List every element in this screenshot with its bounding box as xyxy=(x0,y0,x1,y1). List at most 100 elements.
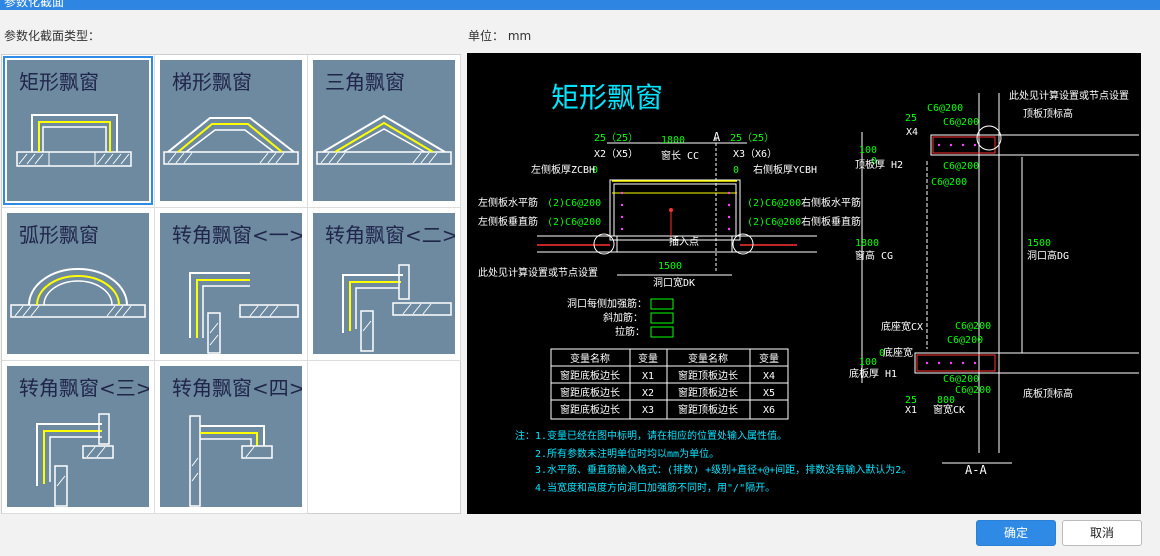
scrollbar[interactable] xyxy=(1147,12,1160,556)
dim-1800: 1800 xyxy=(661,135,685,146)
trapezoid-window-icon xyxy=(163,117,299,165)
right-thick-label: 右侧板厚YCBH xyxy=(753,163,817,176)
sec-dim-0b: 0 xyxy=(879,348,885,359)
unit-label: 单位： mm xyxy=(468,29,532,43)
sec-bot-thick: 底板厚 H1 xyxy=(849,367,897,380)
title-bar: 参数化截面 xyxy=(0,0,1160,10)
sec-rebar-4: C6@200 xyxy=(931,177,967,188)
sec-dim-100b: 100 xyxy=(859,357,877,368)
section-thumb: 转角飘窗<二> xyxy=(313,213,455,354)
dim-1500: 1500 xyxy=(658,261,682,272)
sec-dim-25b: 25 xyxy=(905,395,917,406)
table-header: 变量 xyxy=(759,352,779,365)
window-title: 参数化截面 xyxy=(4,0,65,9)
sec-sill: 底座宽CX xyxy=(881,320,923,333)
sec-x1: X1 xyxy=(905,405,917,416)
sec-dg: 洞口高DG xyxy=(1027,249,1069,262)
sec-dim-0: 0 xyxy=(871,156,877,167)
section-option-corner-3[interactable]: 转角飘窗<三> xyxy=(2,361,155,514)
left-v-label: 左侧板垂直筋 xyxy=(478,215,538,228)
section-thumb: 梯形飘窗 xyxy=(160,60,302,201)
section-option-trapezoid[interactable]: 梯形飘窗 xyxy=(155,55,308,208)
section-option-label: 转角飘窗<四> xyxy=(172,376,302,400)
dim-cc: 窗长 CC xyxy=(661,149,699,162)
section-type-label: 参数化截面类型： xyxy=(4,29,101,43)
section-option-arc[interactable]: 弧形飘窗 xyxy=(2,208,155,361)
sec-bot-elev: 底板顶标高 xyxy=(1023,387,1073,400)
sec-top-elev: 顶板顶标高 xyxy=(1023,107,1073,120)
rebar-input-2[interactable] xyxy=(650,312,674,324)
table-cell: X1 xyxy=(642,371,654,382)
note-2: 2.所有参数未注明单位时均以mm为单位。 xyxy=(535,447,719,460)
sec-rebar-6: C6@200 xyxy=(947,335,983,346)
sec-dim-800: 800 xyxy=(937,395,955,406)
sec-rebar-2: C6@200 xyxy=(943,117,979,128)
section-thumb: 弧形飘窗 xyxy=(7,213,149,354)
section-thumb: 转角飘窗<一> xyxy=(160,213,302,354)
section-type-grid: 矩形飘窗 梯形飘窗 三角飘窗 xyxy=(1,54,461,514)
section-option-label: 转角飘窗<二> xyxy=(325,223,455,247)
dim-0b: 0 xyxy=(733,165,739,176)
cancel-button[interactable]: 取消 xyxy=(1062,520,1142,546)
table-cell: 窗距底板边长 xyxy=(560,386,620,399)
rebar-input-3[interactable] xyxy=(650,326,674,338)
corner-window-1-icon xyxy=(189,272,299,354)
table-header: 变量名称 xyxy=(570,352,610,365)
sec-rebar-7: C6@200 xyxy=(943,374,979,385)
sec-dim-25: 25 xyxy=(905,113,917,124)
rebar-input-1[interactable] xyxy=(650,298,674,310)
table-header: 变量名称 xyxy=(688,352,728,365)
section-option-label: 弧形飘窗 xyxy=(19,223,99,247)
table-header: 变量 xyxy=(638,352,658,365)
table-cell: 窗距底板边长 xyxy=(560,403,620,416)
section-thumb: 矩形飘窗 xyxy=(3,56,153,205)
section-thumb: 三角飘窗 xyxy=(313,60,455,201)
section-option-corner-4[interactable]: 转角飘窗<四> xyxy=(155,361,308,514)
table-cell: X4 xyxy=(763,371,775,382)
table-cell: 窗距顶板边长 xyxy=(678,369,738,382)
right-h-label: 右侧板水平筋 xyxy=(801,196,861,209)
table-cell: X2 xyxy=(642,388,654,399)
table-cell: 窗距底板边长 xyxy=(560,369,620,382)
section-mark-a: A xyxy=(713,130,721,144)
note-left: 此处见计算设置或节点设置 xyxy=(478,266,598,279)
ok-button[interactable]: 确定 xyxy=(976,520,1056,546)
sec-dim-1800: 1800 xyxy=(855,238,879,249)
note-4: 4.当宽度和高度方向洞口加强筋不同时，用"/"隔开。 xyxy=(535,481,775,494)
section-option-triangle[interactable]: 三角飘窗 xyxy=(308,55,461,208)
section-option-label: 梯形飘窗 xyxy=(172,70,252,94)
dim-x3: X3（X6） xyxy=(733,148,777,160)
sec-cg: 窗高 CG xyxy=(855,249,893,262)
sec-ck: 窗宽CK xyxy=(933,403,965,416)
sec-sill2: 底座宽 xyxy=(883,346,913,359)
sec-rebar-3: C6@200 xyxy=(943,161,979,172)
preview-panel: 矩形飘窗 25（25） 1800 25（25） 0 0 1500 (2)C6@2… xyxy=(467,53,1141,514)
section-option-corner-1[interactable]: 转角飘窗<一> xyxy=(155,208,308,361)
dim-dk: 洞口宽DK xyxy=(653,276,695,289)
insert-point-label: 插入点 xyxy=(669,235,699,248)
preview-title: 矩形飘窗 xyxy=(551,81,663,114)
left-v-value: (2)C6@200 xyxy=(547,217,601,228)
sec-dim-100a: 100 xyxy=(859,145,877,156)
rect-window-icon xyxy=(16,114,132,167)
left-thick-label: 左侧板厚ZCBH xyxy=(531,163,595,176)
section-option-label: 转角飘窗<一> xyxy=(172,223,302,247)
rebar-label-1: 洞口每侧加强筋： xyxy=(567,297,647,310)
corner-window-2-icon xyxy=(342,264,452,352)
right-h-value: (2)C6@200 xyxy=(747,198,801,209)
sec-aa-label: A-A xyxy=(965,463,987,477)
table-cell: X5 xyxy=(763,388,775,399)
table-cell: 窗距顶板边长 xyxy=(678,386,738,399)
section-option-label: 三角飘窗 xyxy=(325,70,405,94)
table-cell: X6 xyxy=(763,405,775,416)
note-1: 注：1.变量已经在图中标明，请在相应的位置处输入属性值。 xyxy=(515,429,787,442)
section-option-corner-2[interactable]: 转角飘窗<二> xyxy=(308,208,461,361)
right-v-value: (2)C6@200 xyxy=(747,217,801,228)
corner-window-4-icon xyxy=(189,415,273,507)
sec-note-top: 此处见计算设置或节点设置 xyxy=(1009,89,1129,102)
triangle-window-icon xyxy=(316,114,452,165)
section-option-rect[interactable]: 矩形飘窗 xyxy=(2,55,155,208)
dim-25a: 25（25） xyxy=(594,132,638,144)
left-h-value: (2)C6@200 xyxy=(547,198,601,209)
table-cell: 窗距顶板边长 xyxy=(678,403,738,416)
